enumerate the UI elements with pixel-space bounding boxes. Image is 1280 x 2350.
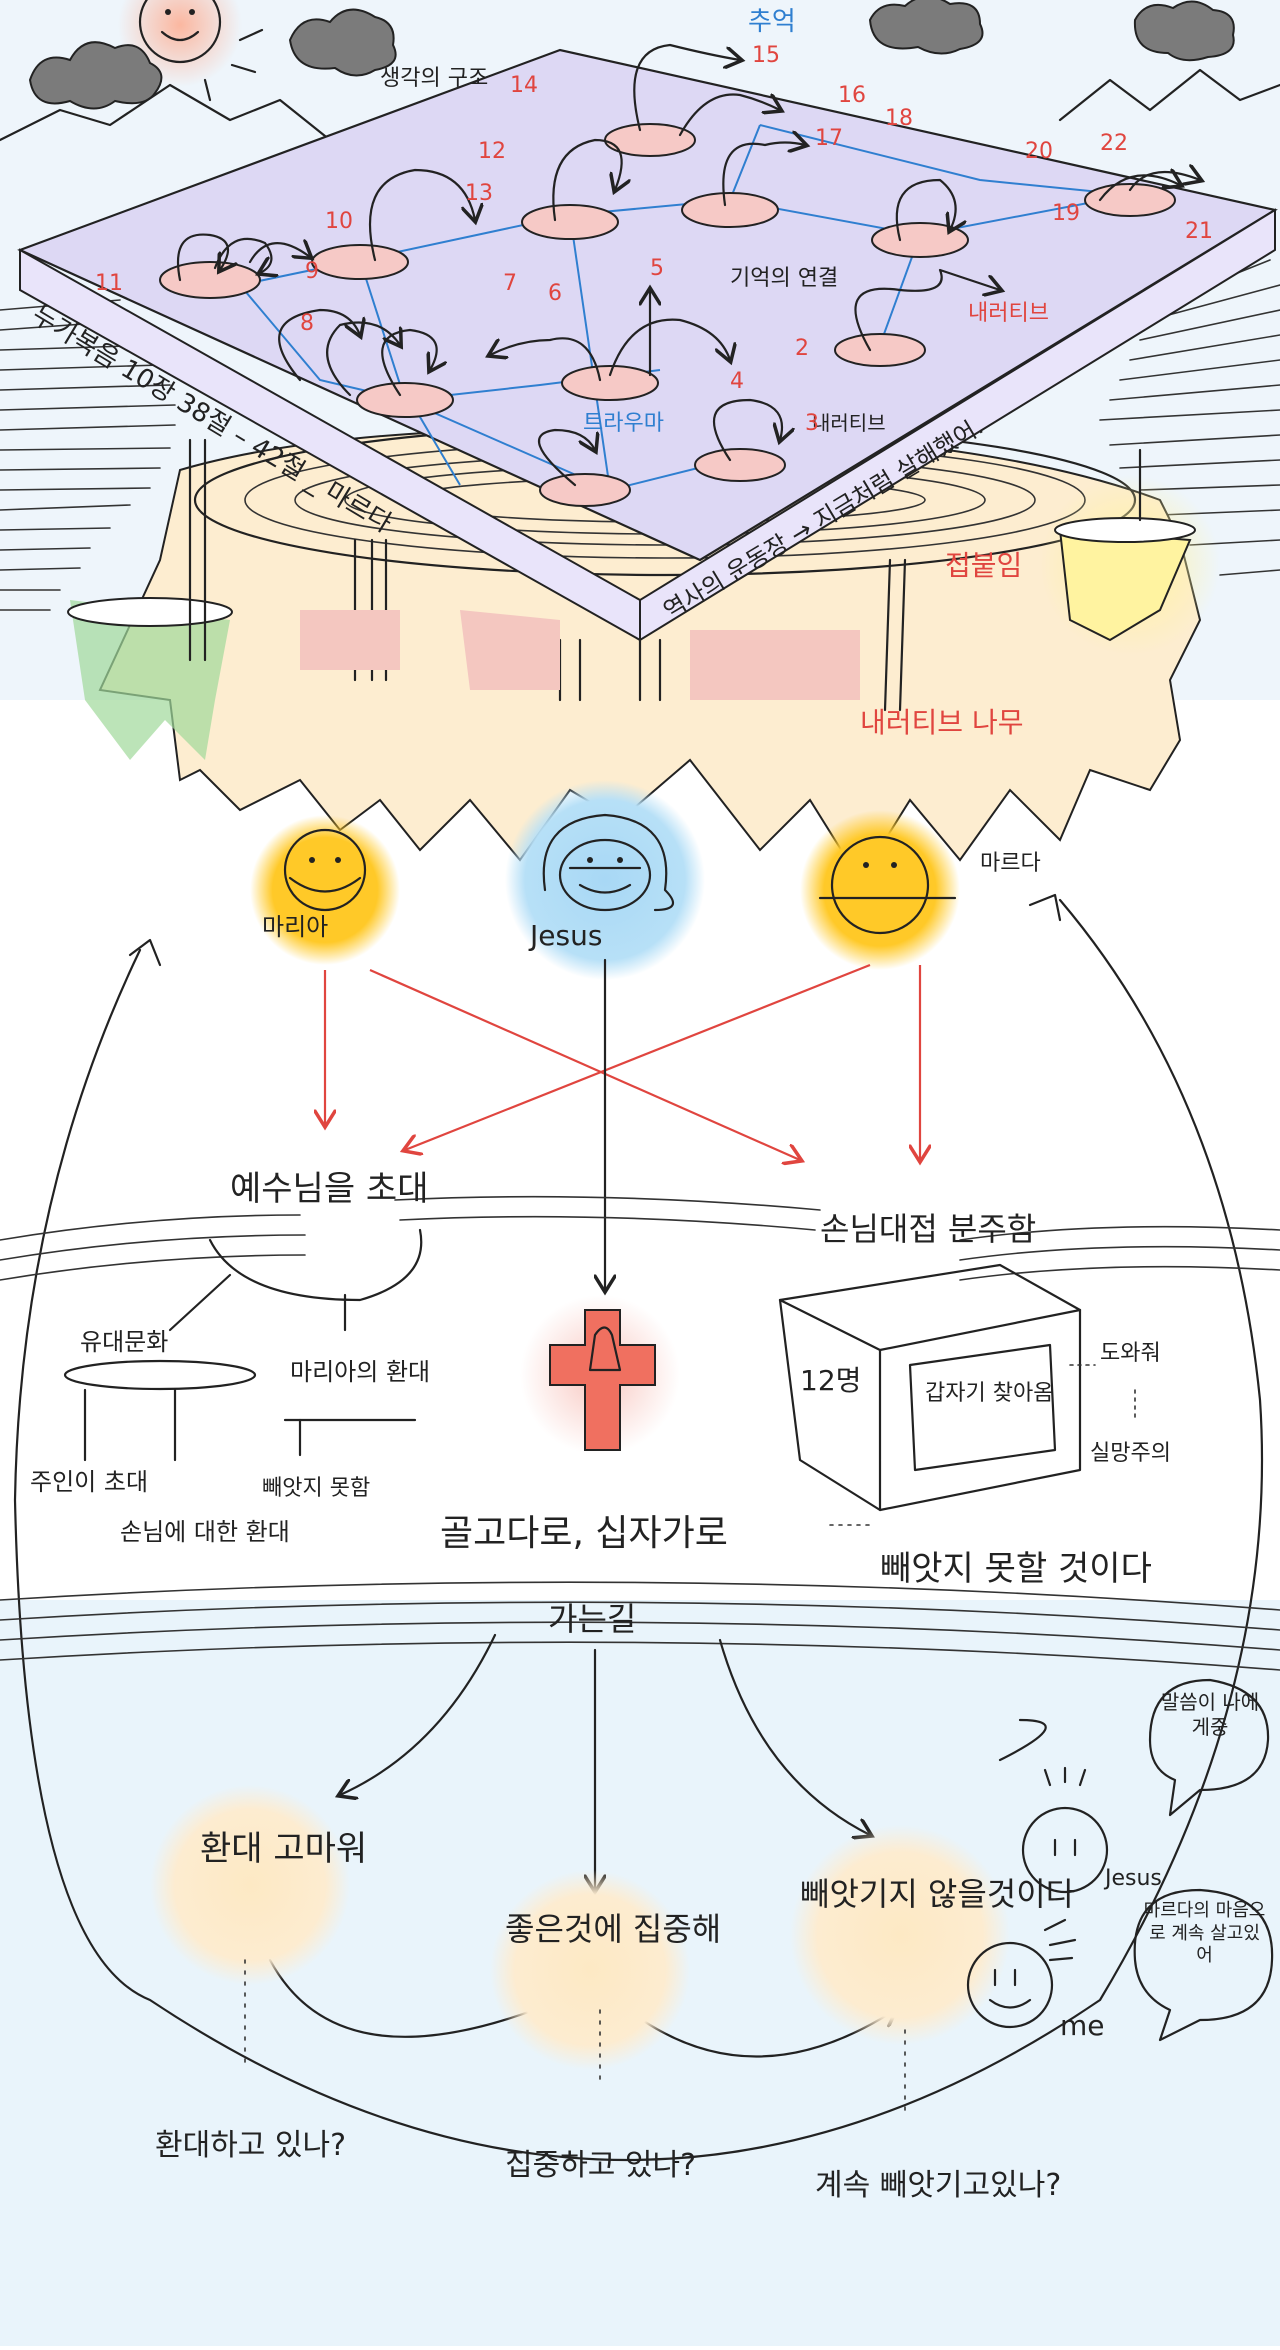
bubble-jesus-text: 말씀이 나에게중 <box>1155 1690 1265 1740</box>
martha-face: 마르다 <box>800 810 1041 970</box>
mary-label: 마리아 <box>262 913 328 941</box>
question-1: 환대하고 있나? <box>155 2128 346 2163</box>
node-number: 10 <box>325 209 353 234</box>
small-jesus-label: Jesus <box>1103 1866 1162 1891</box>
label-trauma: 트라우마 <box>583 411 664 436</box>
red-arrows <box>325 965 920 1160</box>
node-number: 18 <box>885 106 913 131</box>
label-map-of-thought: 생각의 구조 <box>380 66 488 91</box>
invite-box: 예수님을 초대 <box>210 1169 429 1300</box>
twelve-label: 12명 <box>800 1364 861 1397</box>
invite-text: 예수님을 초대 <box>230 1169 429 1209</box>
disappointed-label: 실망주의 <box>1090 1441 1171 1466</box>
me-label: me <box>1060 2009 1105 2042</box>
label-narrative-right: 내러티브 <box>968 301 1049 326</box>
sudden-label: 갑자기 찾아옴 <box>925 1381 1053 1406</box>
welcome-guests-label: 손님에 대한 환대 <box>120 1518 290 1546</box>
serve-guests-label: 손님대접 분주함 <box>820 1210 1036 1248</box>
bubble-me-text: 마르다의 마음으로 계속 살고있어 <box>1142 1900 1267 1968</box>
path-label: 가는길 <box>548 1600 636 1638</box>
martha-label: 마르다 <box>980 851 1041 876</box>
node-number: 2 <box>795 336 809 361</box>
graft-stump <box>1040 475 1220 655</box>
node-number: 7 <box>503 271 517 296</box>
help-label: 도와줘 <box>1100 1341 1161 1366</box>
node-number: 22 <box>1100 131 1128 156</box>
node-number: 9 <box>305 259 319 284</box>
node-number: 17 <box>815 126 843 151</box>
node-number: 11 <box>95 271 123 296</box>
question-3: 계속 빼앗기고있나? <box>815 2168 1061 2203</box>
node-number: 4 <box>730 369 744 394</box>
jewish-culture-label: 유대문화 <box>80 1328 168 1356</box>
label-narrative-tree: 내러티브 나무 <box>860 706 1023 739</box>
node-number: 12 <box>478 139 506 164</box>
jesus-face: Jesus <box>505 780 705 980</box>
node-number: 19 <box>1052 201 1080 226</box>
mary-face: 마리아 <box>250 815 400 965</box>
cross-icon <box>520 1295 680 1455</box>
node-number: 5 <box>650 256 664 281</box>
node-number: 14 <box>510 73 538 98</box>
node-number: 21 <box>1185 219 1213 244</box>
focus-label: 좋은것에 집중해 <box>505 1910 721 1948</box>
node-number: 20 <box>1025 139 1053 164</box>
node-number: 15 <box>752 43 780 68</box>
node-number: 8 <box>300 311 314 336</box>
label-memory: 추억 <box>748 7 796 37</box>
node-number: 13 <box>465 181 493 206</box>
label-narrative-small: 내러티브 <box>812 411 886 435</box>
green-stump <box>68 598 232 760</box>
label-graft: 접붙임 <box>945 549 1022 582</box>
mary-welcome-label: 마리아의 환대 <box>290 1358 430 1386</box>
thanks-label: 환대 고마워 <box>200 1829 367 1869</box>
not-taken-label: 빼앗지 못함 <box>262 1476 370 1501</box>
label-memory-link: 기억의 연결 <box>730 266 838 291</box>
jesus-label: Jesus <box>528 919 602 952</box>
node-number: 6 <box>548 281 562 306</box>
node-number: 3 <box>805 411 819 436</box>
keep-label: 빼앗기지 않을것이다 <box>800 1875 1075 1913</box>
node-number: 16 <box>838 83 866 108</box>
cannot-take-label: 빼앗지 못할 것이다 <box>880 1549 1152 1589</box>
question-2: 집중하고 있나? <box>505 2148 696 2183</box>
host-invite-label: 주인이 초대 <box>30 1468 148 1496</box>
golgotha-label: 골고다로, 십자가로 <box>440 1513 728 1554</box>
